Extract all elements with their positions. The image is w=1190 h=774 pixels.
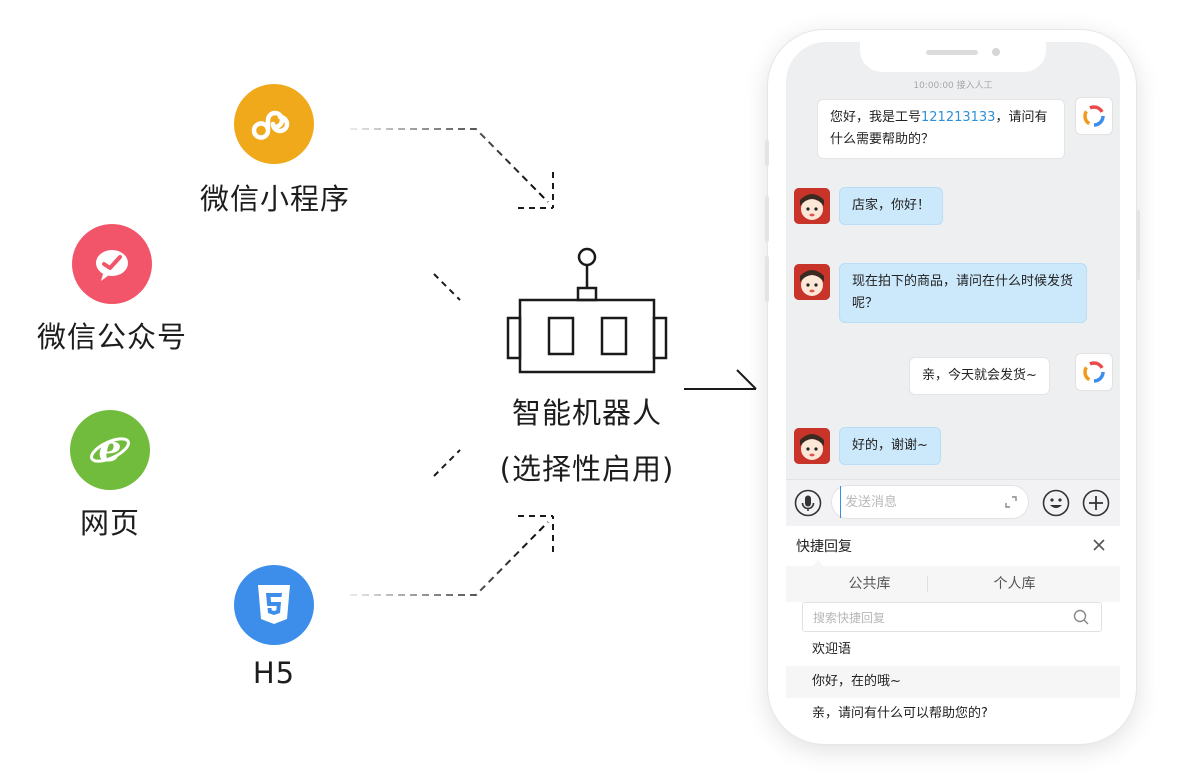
phone-side-button	[765, 256, 769, 302]
svg-text:e: e	[99, 428, 122, 470]
agent-logo-icon	[1083, 361, 1105, 383]
tab-divider	[927, 576, 928, 592]
user-message: 店家，你好！	[840, 188, 943, 224]
user-message: 现在拍下的商品，请问在什么时候发货呢？	[840, 264, 1086, 322]
agent-logo-icon	[1083, 105, 1105, 127]
speaker-icon	[926, 50, 978, 55]
plus-icon[interactable]	[1082, 489, 1110, 517]
tab-public-library[interactable]: 公共库	[848, 576, 891, 592]
user-message: 好的，谢谢~	[840, 428, 940, 464]
connector-robot-to-chat	[684, 369, 757, 390]
chat-screen: 10:00:00 接入人工 您好，我是工号121213133，请问有什么需要帮助…	[786, 42, 1120, 732]
quick-reply-title: 快捷回复	[796, 539, 852, 555]
agent-id: 121213133	[921, 110, 996, 125]
official-account-icon	[72, 224, 152, 304]
phone-side-button	[1136, 210, 1140, 280]
agent-message: 您好，我是工号121213133，请问有什么需要帮助的？	[818, 100, 1064, 158]
agent-avatar	[1076, 354, 1112, 390]
browser-e-icon: e	[70, 410, 150, 490]
quick-reply-item[interactable]: 欢迎语	[812, 642, 852, 657]
robot-title: 智能机器人	[511, 396, 663, 430]
channel-label-web: 网页	[79, 506, 141, 540]
phone-side-button	[765, 196, 769, 242]
quick-reply-search-input[interactable]	[811, 603, 1065, 633]
camera-icon	[992, 48, 1000, 56]
user-avatar	[794, 264, 830, 300]
quick-reply-item[interactable]: 亲，请问有什么可以帮助您的?	[812, 706, 988, 721]
channel-label-h5: H5	[252, 656, 296, 690]
user-avatar	[794, 428, 830, 464]
mini-program-icon	[234, 84, 314, 164]
phone-side-button	[765, 140, 769, 166]
channel-label-official-account: 微信公众号	[36, 320, 188, 354]
phone-notch	[860, 42, 1046, 72]
message-input[interactable]	[840, 486, 995, 518]
user-avatar	[794, 188, 830, 224]
quick-reply-panel: 快捷回复 公共库 个人库 欢迎语 你好，在的哦~ 亲，请问有什么可以帮助您的?	[786, 526, 1120, 732]
agent-avatar	[1076, 98, 1112, 134]
agent-message: 亲，今天就会发货~	[910, 358, 1049, 394]
quick-reply-item[interactable]: 你好，在的哦~	[786, 666, 1120, 698]
quick-reply-search	[802, 602, 1102, 633]
tab-personal-library[interactable]: 个人库	[993, 576, 1036, 592]
search-icon[interactable]	[1073, 609, 1089, 625]
system-time: 10:00:00 接入人工	[913, 81, 993, 91]
channel-label-mini-program: 微信小程序	[199, 182, 351, 216]
robot-icon	[506, 247, 668, 374]
expand-icon[interactable]	[1004, 495, 1018, 509]
close-icon[interactable]	[1090, 536, 1108, 554]
quick-reply-tabs: 公共库 个人库	[786, 566, 1120, 602]
microphone-icon[interactable]	[794, 489, 822, 517]
robot-note: (选择性启用)	[499, 452, 675, 486]
pointer-caret-icon	[812, 560, 824, 567]
message-input-bar	[786, 479, 1120, 526]
emoji-icon[interactable]	[1042, 489, 1070, 517]
connector-mini-program	[350, 128, 549, 203]
message-input-box	[832, 486, 1028, 518]
html5-icon	[234, 565, 314, 645]
connector-h5	[350, 521, 549, 596]
